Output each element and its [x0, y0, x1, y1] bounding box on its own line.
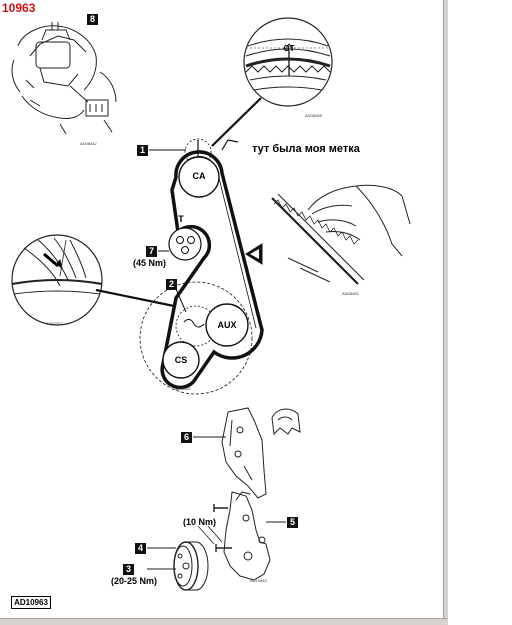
- bracket-bolt-torque: (10 Nm): [183, 517, 217, 527]
- timing-mark-label: OT: [283, 44, 295, 53]
- distributor-illustration: [11, 22, 117, 135]
- main-belt-figure-ref: AD76402: [174, 386, 191, 391]
- callout-4: 4: [135, 543, 146, 554]
- crank-mark-figure-ref: AD07327: [46, 321, 63, 326]
- camshaft-pulley-label: CA: [192, 171, 206, 181]
- vertical-scrollbar[interactable]: [443, 0, 448, 625]
- timing-belt-assembly: [139, 138, 264, 395]
- callout-2: 2: [166, 279, 177, 290]
- callout-1: 1: [137, 145, 148, 156]
- document-id: 10963: [2, 1, 36, 15]
- cover-figure-ref: AD10963: [250, 578, 267, 583]
- distributor-figure-ref: AD08442: [80, 141, 97, 146]
- belt-hand-figure-ref: AD08452: [342, 291, 359, 296]
- crank-mark-inset: [11, 234, 103, 326]
- pulley-bolt-torque: (20-25 Nm): [111, 576, 158, 586]
- crankshaft-pulley-label: CS: [174, 355, 188, 365]
- callout-5: 5: [287, 517, 298, 528]
- user-note-label: тут была моя метка: [246, 141, 398, 157]
- crank-inset-leader: [95, 288, 175, 308]
- callout-8: 8: [87, 14, 98, 25]
- cam-mark-figure-ref: AD08458: [305, 113, 322, 118]
- belt-hand-illustration: [271, 184, 411, 285]
- tensioner-torque: (45 Nm): [133, 258, 167, 268]
- horizontal-scrollbar[interactable]: [0, 618, 447, 625]
- callout-7: 7: [146, 246, 157, 257]
- cam-mark-inset: [243, 17, 333, 107]
- callout-3: 3: [123, 564, 134, 575]
- tensioner-label: T: [178, 214, 184, 224]
- belt-cover-parts: [147, 407, 301, 591]
- figure-code-box: AD10963: [11, 596, 51, 609]
- callout-6: 6: [181, 432, 192, 443]
- cam-inset-leader: [211, 97, 262, 147]
- auxiliary-pulley-label: AUX: [217, 320, 237, 330]
